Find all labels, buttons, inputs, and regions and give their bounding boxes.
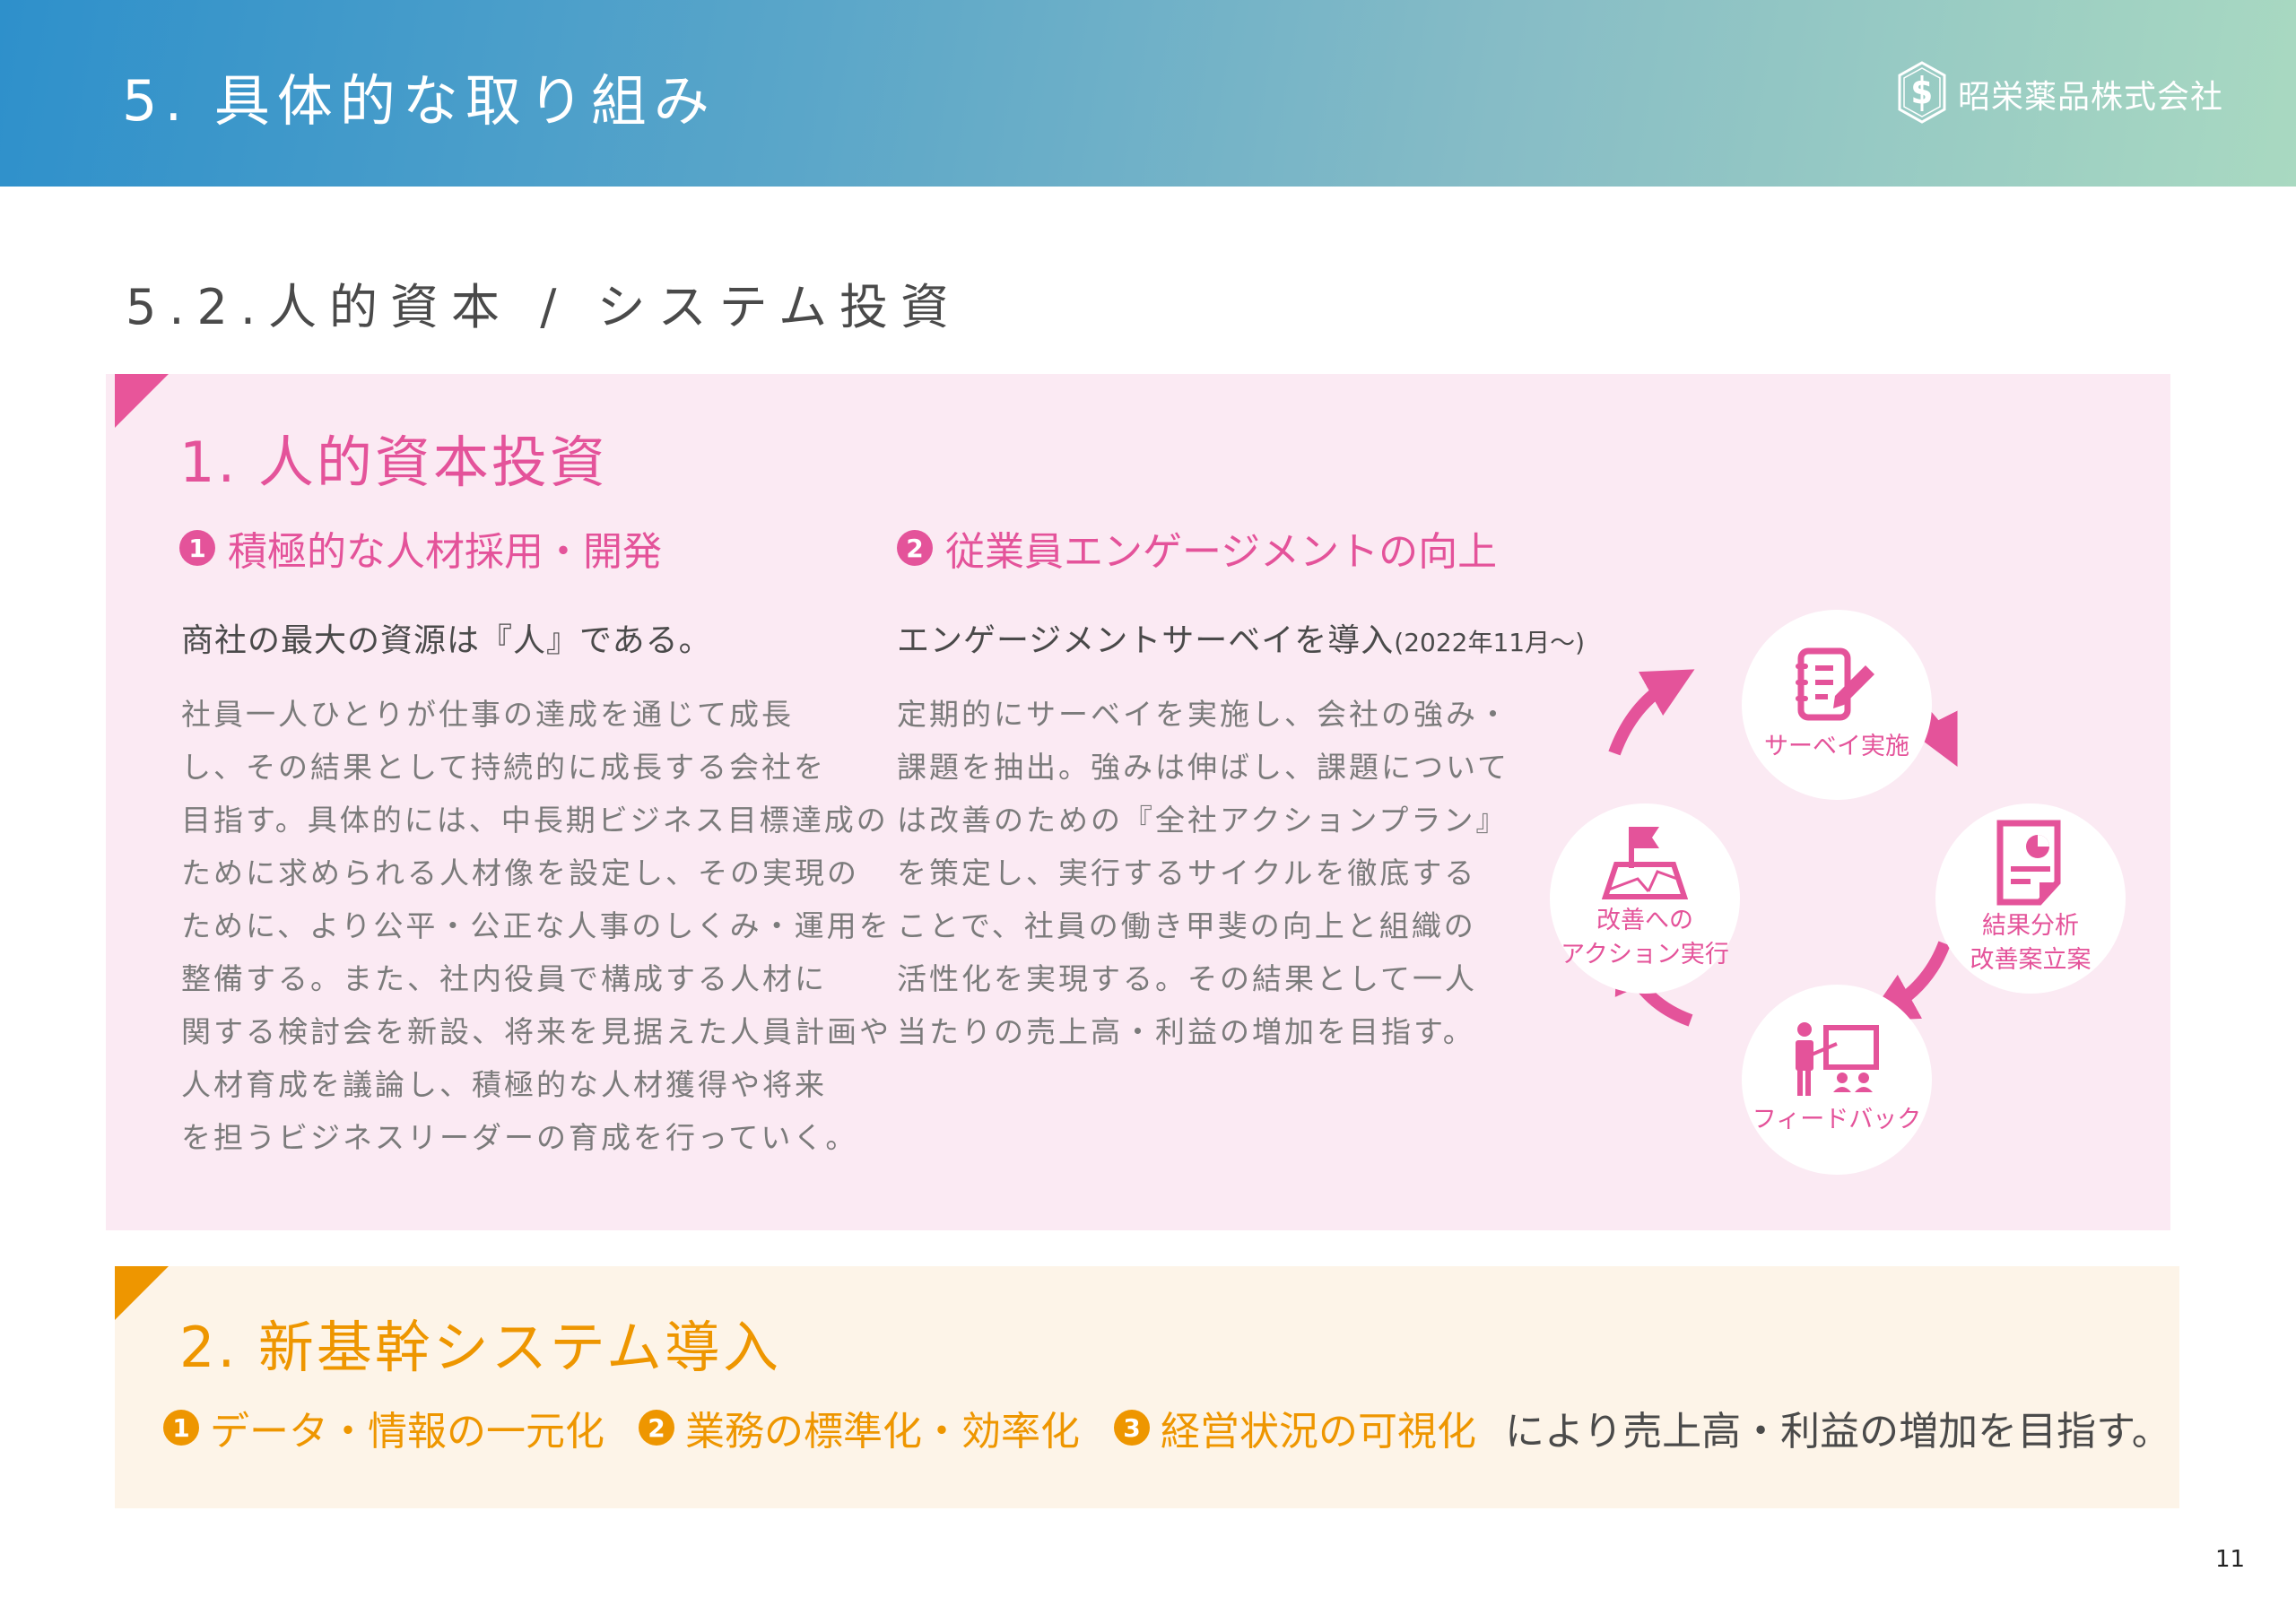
cycle-label-line: 改善案立案 (1970, 946, 2092, 974)
cycle-node-analysis: 結果分析 改善案立案 (1935, 803, 2126, 994)
body-line: ために、より公平・公正な人事のしくみ・運用を (181, 908, 891, 943)
body-line: 定期的にサーベイを実施し、会社の強み・ (897, 697, 1510, 732)
item2-heading-text: 従業員エンゲージメントの向上 (945, 529, 1498, 575)
hexagon-s-logo-icon: S (1897, 61, 1947, 127)
system-title: 2. 新基幹システム導入 (179, 1315, 782, 1380)
item1-body: 社員一人ひとりが仕事の達成を通じて成長 し、その結果として持続的に成長する会社を… (181, 688, 891, 1164)
number-badge: 1 (163, 1410, 199, 1446)
cycle-node-action: 改善への アクション実行 (1550, 803, 1740, 994)
body-line: 人材育成を議論し、積極的な人材獲得や将来 (181, 1067, 827, 1102)
body-line: し、その結果として持続的に成長する会社を (181, 750, 827, 785)
company-logo: S 昭栄薬品株式会社 (1897, 61, 2223, 127)
system-goal-3: 経営状況の可視化 (1161, 1409, 1476, 1455)
system-goal-2: 業務の標準化・効率化 (685, 1409, 1080, 1455)
body-line: 目指す。具体的には、中長期ビジネス目標達成の (181, 803, 889, 838)
number-badge: 3 (1114, 1410, 1150, 1446)
cycle-node-feedback: フィードバック (1742, 985, 1932, 1175)
item2-lead-text: エンゲージメントサーベイを導入 (897, 622, 1395, 659)
section-title: 5.2.人的資本 / システム投資 (126, 279, 961, 335)
cycle-label: 改善への アクション実行 (1561, 904, 1729, 972)
cycle-label: 結果分析 改善案立案 (1970, 909, 2092, 977)
body-line: を担うビジネスリーダーの育成を行っていく。 (181, 1120, 858, 1155)
corner-triangle-icon (115, 1266, 169, 1320)
presenter-whiteboard-icon (1792, 1022, 1882, 1103)
cycle-label: サーベイ実施 (1764, 733, 1909, 760)
cycle-label-line: 改善への (1596, 907, 1693, 934)
engagement-cycle-diagram: サーベイ実施 結果分析 改善案立案 (1543, 601, 2135, 1175)
survey-clipboard-pencil-icon (1794, 646, 1880, 730)
item2-body: 定期的にサーベイを実施し、会社の強み・ 課題を抽出。強みは伸ばし、課題について … (897, 688, 1510, 1058)
system-goal-1: データ・情報の一元化 (210, 1409, 604, 1455)
item1-heading: 1 積極的な人材採用・開発 (179, 519, 662, 577)
body-line: 整備する。また、社内役員で構成する人材に (181, 961, 827, 996)
item2-lead: エンゲージメントサーベイを導入(2022年11月〜) (897, 614, 1585, 661)
body-line: ために求められる人材像を設定し、その実現の (181, 855, 859, 890)
cycle-label-line: アクション実行 (1561, 941, 1729, 968)
body-line: は改善のための『全社アクションプラン』 (897, 803, 1509, 838)
body-line: 課題を抽出。強みは伸ばし、課題について (897, 750, 1510, 785)
item1-heading-text: 積極的な人材採用・開発 (228, 529, 662, 575)
body-line: 活性化を実現する。その結果として一人 (897, 961, 1478, 996)
number-badge: 1 (179, 530, 215, 566)
company-name: 昭栄薬品株式会社 (1958, 79, 2224, 116)
cycle-label: フィードバック (1752, 1106, 1922, 1133)
system-goals-line: 1 データ・情報の一元化 2 業務の標準化・効率化 3 経営状況の可視化 により… (163, 1399, 2171, 1456)
cycle-node-survey: サーベイ実施 (1742, 610, 1932, 800)
body-line: 当たりの売上高・利益の増加を目指す。 (897, 1014, 1475, 1049)
corner-triangle-icon (115, 374, 169, 428)
item2-lead-note: (2022年11月〜) (1394, 628, 1586, 657)
body-line: を策定し、実行するサイクルを徹底する (897, 855, 1477, 890)
report-pie-chart-icon (1995, 820, 2066, 909)
item2-heading: 2 従業員エンゲージメントの向上 (897, 519, 1497, 577)
item1-lead: 商社の最大の資源は『人』である。 (181, 622, 712, 659)
human-capital-title: 1. 人的資本投資 (179, 430, 608, 495)
cycle-label-line: 結果分析 (1982, 912, 2079, 940)
system-panel: 2. 新基幹システム導入 1 データ・情報の一元化 2 業務の標準化・効率化 3… (115, 1266, 2179, 1508)
page-number: 11 (2215, 1546, 2246, 1573)
body-line: ことで、社員の働き甲斐の向上と組織の (897, 908, 1476, 943)
system-goal-tail: により売上高・利益の増加を目指す。 (1505, 1409, 2171, 1455)
flag-map-icon (1601, 825, 1689, 904)
number-badge: 2 (639, 1410, 674, 1446)
page-title: 5. 具体的な取り組み (122, 68, 717, 134)
body-line: 関する検討会を新設、将来を見据えた人員計画や (181, 1014, 891, 1049)
body-line: 社員一人ひとりが仕事の達成を通じて成長 (181, 697, 795, 732)
number-badge: 2 (897, 530, 933, 566)
header-banner: 5. 具体的な取り組み S 昭栄薬品株式会社 (0, 0, 2296, 187)
